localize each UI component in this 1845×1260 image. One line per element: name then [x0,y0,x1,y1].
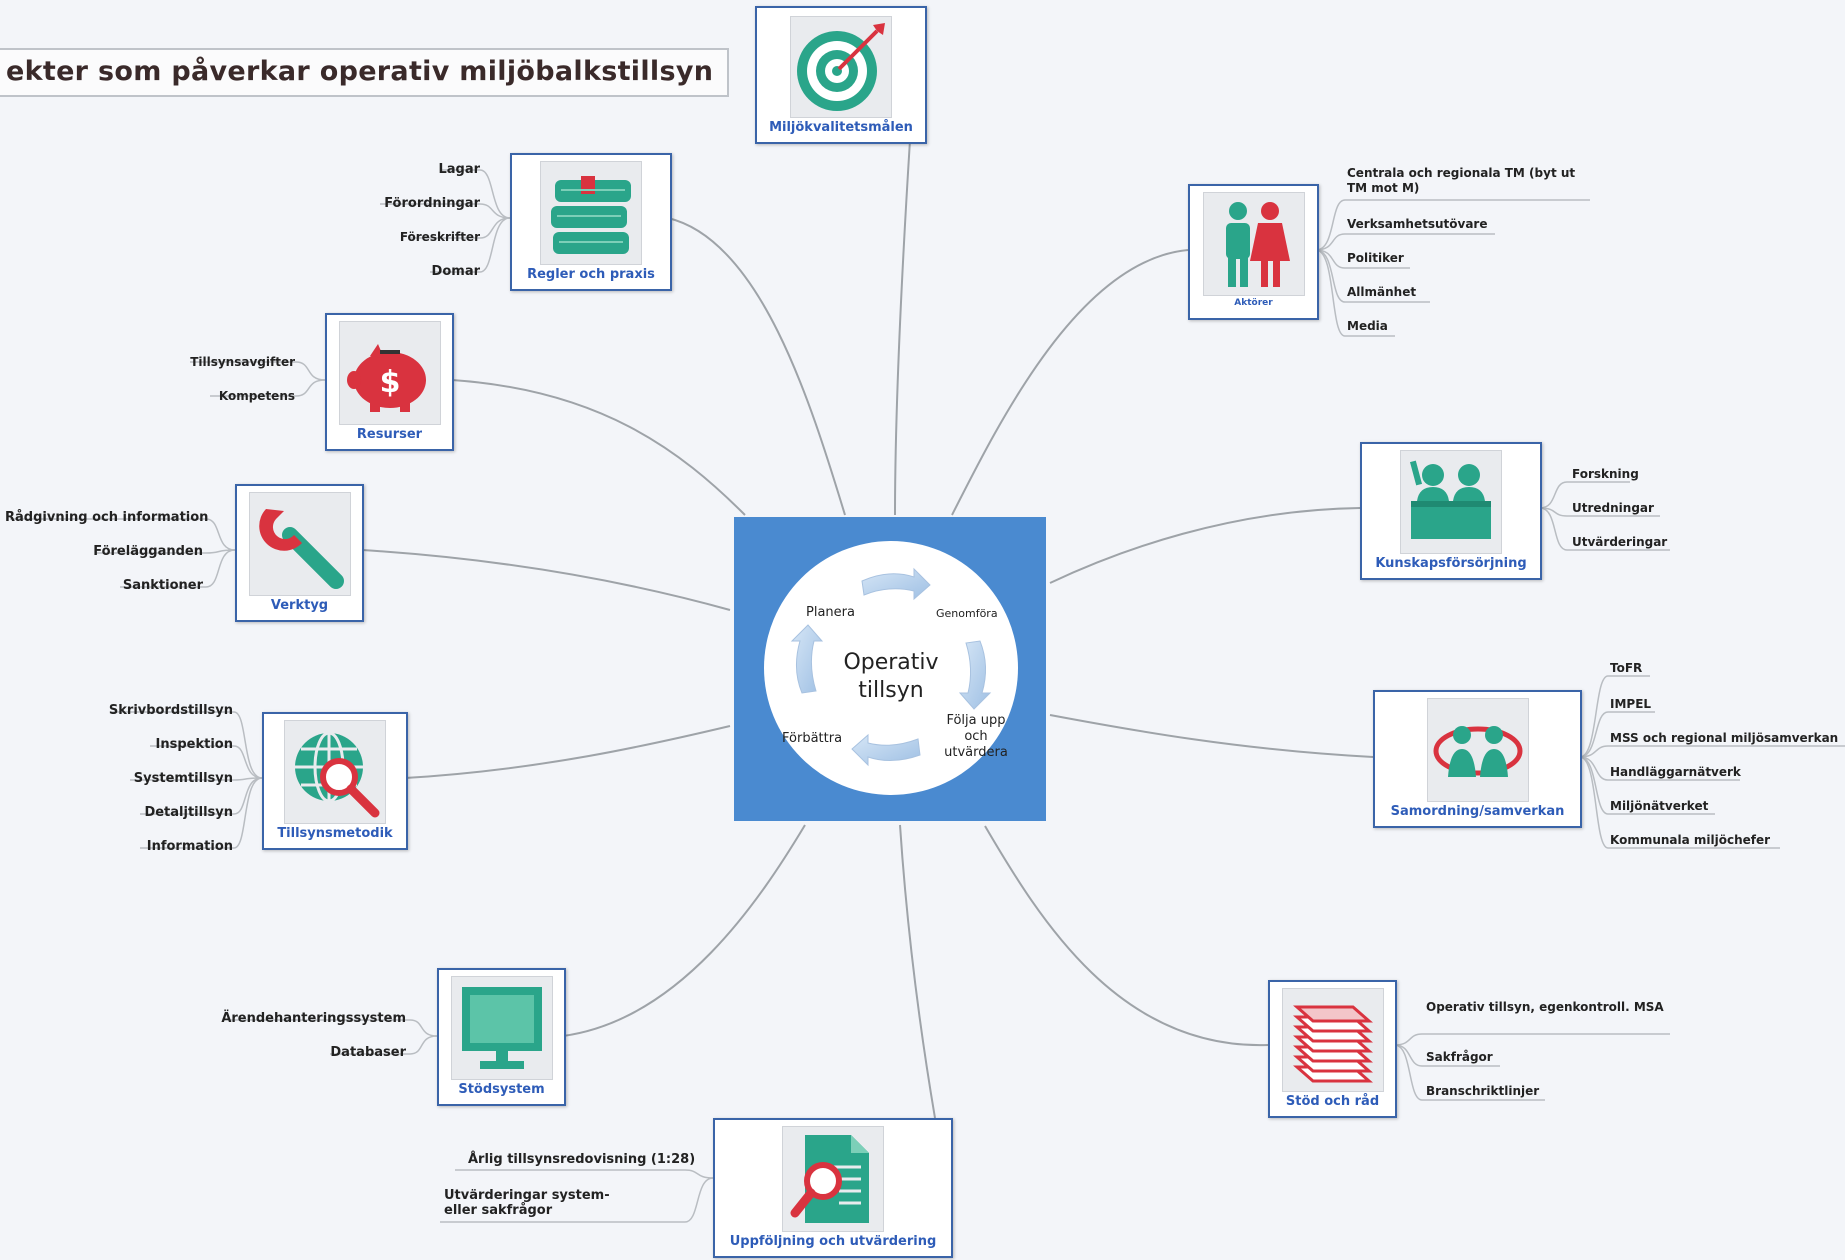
node-stod[interactable]: Stöd och råd [1268,980,1397,1118]
leaf-skrivbordstillsyn: Skrivbordstillsyn [108,703,233,718]
lecture-icon [1400,450,1502,554]
leaf-systemtillsyn: Systemtillsyn [133,771,233,786]
node-uppfoljning[interactable]: Uppföljning och utvärdering [713,1118,953,1258]
leaf-foreskrifter: Föreskrifter [399,230,480,244]
leaf-politiker: Politiker [1347,251,1404,265]
leaf-operativ-tillsyn: Operativ tillsyn, egenkontroll. MSA [1426,1000,1664,1014]
center-title-line1: Operativ [843,650,939,675]
node-resurser-label: Resurser [356,427,423,442]
leaf-forelagganden: Förelägganden [93,544,203,559]
center-title-line2: tillsyn [858,678,924,703]
leaf-detaljtillsyn: Detaljtillsyn [144,805,233,820]
node-stodsystem-label: Stödsystem [458,1082,545,1097]
step-folja-upp: Följa upp och utvärdera [940,713,1012,761]
books-icon [540,161,642,265]
cycle-arrows-icon [790,567,992,767]
node-verktyg[interactable]: Verktyg [235,484,364,622]
node-stod-label: Stöd och råd [1285,1094,1380,1109]
leaf-utredningar: Utredningar [1572,501,1654,515]
leaf-utvarderingar: Utvärderingar [1572,535,1668,549]
leaf-arlig-tillsynsredovisning: Årlig tillsynsredovisning (1:28) [468,1152,696,1167]
connector-metodik [404,725,731,779]
leaf-mss: MSS och regional miljösamverkan [1610,731,1839,745]
node-regler-label: Regler och praxis [527,267,655,282]
people-icon [1202,192,1305,296]
leaf-branschriktlinjer: Branschriktlinjer [1426,1084,1540,1098]
leaf-handlaggarnatverk: Handläggarnätverk [1610,765,1741,779]
node-regler[interactable]: Regler och praxis [510,153,672,291]
connector-aktorer [951,249,1189,516]
step-planera: Planera [806,605,855,620]
leaf-domar: Domar [431,264,480,279]
connector-samordning [1049,714,1374,758]
leaf-forskning: Forskning [1572,467,1639,481]
connector-regler [667,217,846,516]
connector-resurser [451,379,746,516]
leaf-media: Media [1347,319,1388,333]
leaf-allmanhet: Allmänhet [1347,285,1417,299]
node-samordning[interactable]: Samordning/samverkan [1373,690,1582,828]
leaf-tofr: ToFR [1610,661,1643,675]
step-folja-upp-line1: Följa upp [946,713,1006,728]
leaf-utvarderingar-system: Utvärderingar system- eller sakfrågor [444,1188,610,1218]
monitor-icon [450,976,553,1080]
node-metodik[interactable]: Tillsynsmetodik [262,712,408,850]
leaf-kompetens: Kompetens [218,389,295,403]
connector-stod [984,825,1269,1047]
node-resurser[interactable]: $ Resurser [325,313,454,451]
leaf-kommunala-miljochefer: Kommunala miljöchefer [1610,833,1771,847]
step-folja-upp-line3: utvärdera [944,745,1008,760]
center-title: Operativ tillsyn [764,649,1018,705]
node-miljomal-label: Miljökvalitetsmålen [769,120,913,135]
connector-uppfoljning [899,824,936,1119]
leaf-sakfragor: Sakfrågor [1426,1050,1493,1064]
node-miljomal[interactable]: Miljökvalitetsmålen [755,6,927,144]
node-aktorer-label: Aktörer [1234,298,1273,308]
connector-verktyg [361,549,731,611]
page-title: ekter som påverkar operativ miljöbalksti… [0,48,730,97]
leaf-arendehantering: Ärendehanteringssystem [221,1011,406,1026]
leaf-radgivning: Rådgivning och information [5,510,209,525]
node-uppfoljning-label: Uppföljning och utvärdering [729,1234,937,1249]
piggy-bank-icon: $ [338,321,441,425]
leaf-impel: IMPEL [1610,697,1652,711]
leaf-lagar: Lagar [438,162,480,177]
step-forbattra: Förbättra [782,731,843,746]
node-aktorer[interactable]: Aktörer [1188,184,1319,320]
node-stodsystem[interactable]: Stödsystem [437,968,566,1106]
leaf-verksamhetsutovare: Verksamhetsutövare [1347,217,1488,231]
leaf-forordningar: Förordningar [384,196,480,211]
connector-kunskap [1049,507,1361,584]
leaf-databaser: Databaser [330,1045,406,1060]
leaf-sanktioner: Sanktioner [122,578,203,593]
target-icon [790,16,892,118]
node-kunskap-label: Kunskapsförsörjning [1375,556,1527,571]
leaf-centrala-regionala: Centrala och regionala TM (byt ut TM mot… [1347,166,1576,195]
node-samordning-label: Samordning/samverkan [1390,804,1565,819]
step-genomfora: Genomföra [936,607,998,620]
leaf-miljonatverket: Miljönätverket [1610,799,1709,813]
connector-stodsystem [562,824,806,1037]
globe-magnifier-icon [284,720,386,824]
connector-miljomal [894,139,911,516]
center-node[interactable]: Planera Genomföra Operativ tillsyn Följa… [734,517,1046,821]
leaf-tillsynsavgifter: Tillsynsavgifter [190,355,295,369]
papers-icon [1281,988,1384,1092]
wrench-icon [248,492,351,596]
leaf-information: Information [146,839,233,854]
document-magnifier-icon [782,1126,884,1232]
step-folja-upp-line2: och [964,729,988,744]
node-metodik-label: Tillsynsmetodik [277,826,393,841]
node-verktyg-label: Verktyg [270,598,329,613]
collaboration-icon [1426,698,1529,802]
node-kunskap[interactable]: Kunskapsförsörjning [1360,442,1542,580]
cycle-circle: Planera Genomföra Operativ tillsyn Följa… [764,541,1018,795]
svg-text:$: $ [379,365,400,400]
leaf-inspektion: Inspektion [155,737,233,752]
